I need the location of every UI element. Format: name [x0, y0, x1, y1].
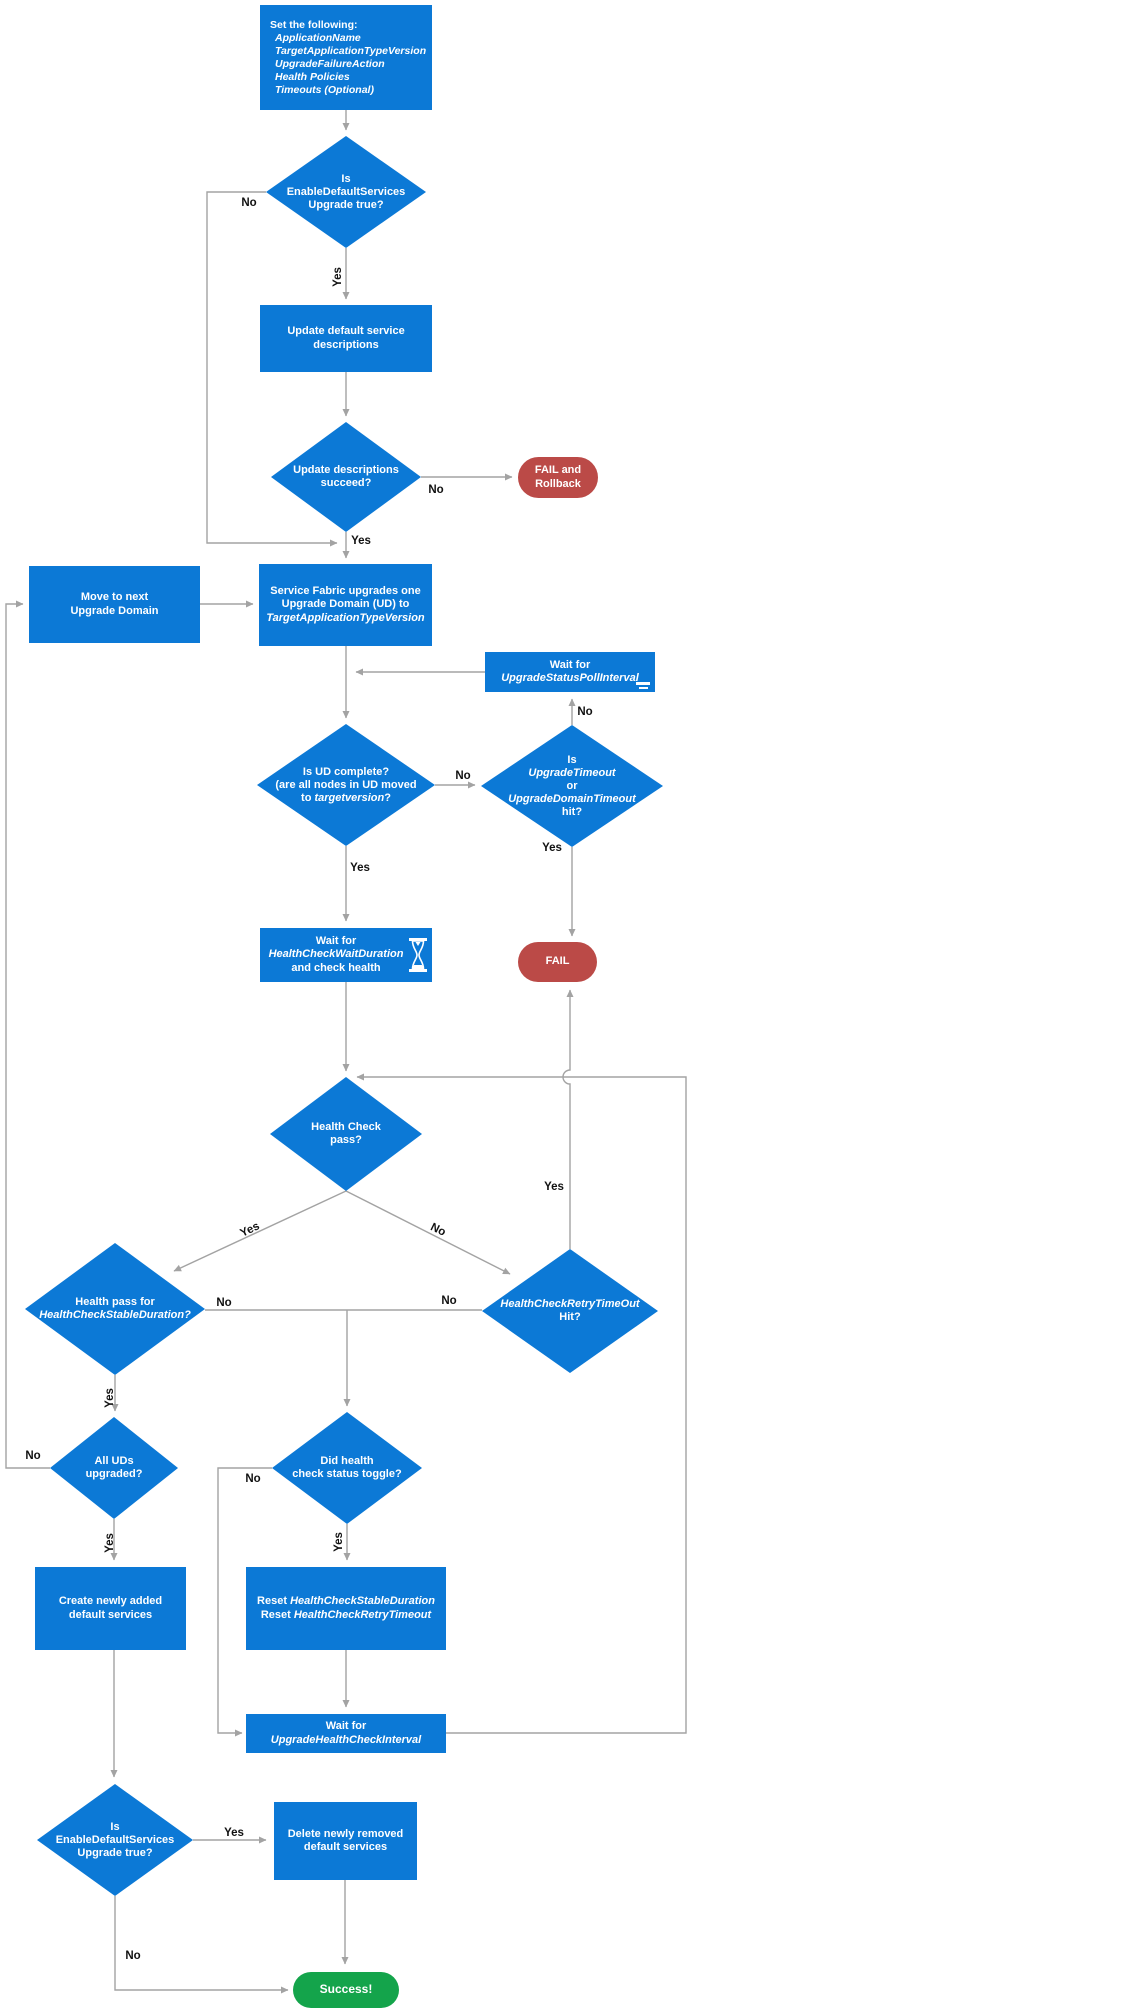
process-wait-health-check-wait-duration: Wait for HealthCheckWaitDuration and che… — [260, 928, 432, 982]
edge-label-no: No — [216, 1297, 232, 1309]
terminator-fail: FAIL — [518, 942, 597, 982]
edge-label-no: No — [125, 1950, 141, 1962]
terminator-success: Success! — [293, 1972, 399, 2008]
process-delete-newly-removed-default-services: Delete newly removed default services — [274, 1802, 417, 1880]
edge-toggle-no — [217, 1467, 272, 1737]
edge-label-no: No — [245, 1473, 261, 1485]
edge-hcpass-yes-diagonal — [173, 1190, 347, 1272]
process-wait-upgrade-status-poll-interval: Wait for UpgradeStatusPollInterval — [485, 652, 655, 692]
edge-enable2-no-success — [114, 1896, 289, 1994]
process-update-default-service-descriptions: Update default service descriptions — [260, 305, 432, 372]
edge-label-yes: Yes — [333, 1532, 345, 1552]
edge-label-yes: Yes — [542, 842, 562, 854]
box-title: Set the following: — [270, 18, 358, 31]
edge-waitinterval-loop — [356, 1073, 687, 1734]
start-box-set-following: Set the following: ApplicationName Targe… — [260, 5, 432, 110]
edge-label-yes: Yes — [544, 1181, 564, 1193]
edge-label-no: No — [455, 770, 471, 782]
edge-label-yes: Yes — [350, 862, 370, 874]
process-reset-health-check-timers: Reset HealthCheckStableDuration Reset He… — [246, 1567, 446, 1650]
process-wait-upgrade-health-check-interval: Wait for UpgradeHealthCheckInterval — [246, 1714, 446, 1753]
process-sf-upgrades-one-ud: Service Fabric upgrades one Upgrade Doma… — [259, 564, 432, 646]
process-create-newly-added-default-services: Create newly added default services — [35, 1567, 186, 1650]
edge-alluds-no-loop — [5, 600, 50, 1469]
edge-label-yes: Yes — [104, 1388, 116, 1408]
edge-hcpass-no-diagonal — [345, 1190, 511, 1275]
edge-enable1-no-loop — [206, 191, 338, 547]
edge-retry-yes-fail — [562, 989, 574, 1249]
process-move-to-next-upgrade-domain: Move to next Upgrade Domain — [29, 566, 200, 643]
edge-label-no: No — [25, 1450, 41, 1462]
terminator-fail-and-rollback: FAIL and Rollback — [518, 457, 598, 498]
hourglass-timer-icon — [636, 682, 650, 690]
edge-label-no: No — [577, 706, 593, 718]
hourglass-icon — [409, 938, 427, 972]
edge-label-no: No — [241, 197, 257, 209]
edge-label-yes: Yes — [332, 267, 344, 287]
edge-label-no: No — [441, 1295, 457, 1307]
edge-label-no: No — [428, 484, 444, 496]
edge-label-yes: Yes — [104, 1533, 116, 1553]
edge-label-yes: Yes — [351, 535, 371, 547]
edge-label-yes: Yes — [224, 1827, 244, 1839]
